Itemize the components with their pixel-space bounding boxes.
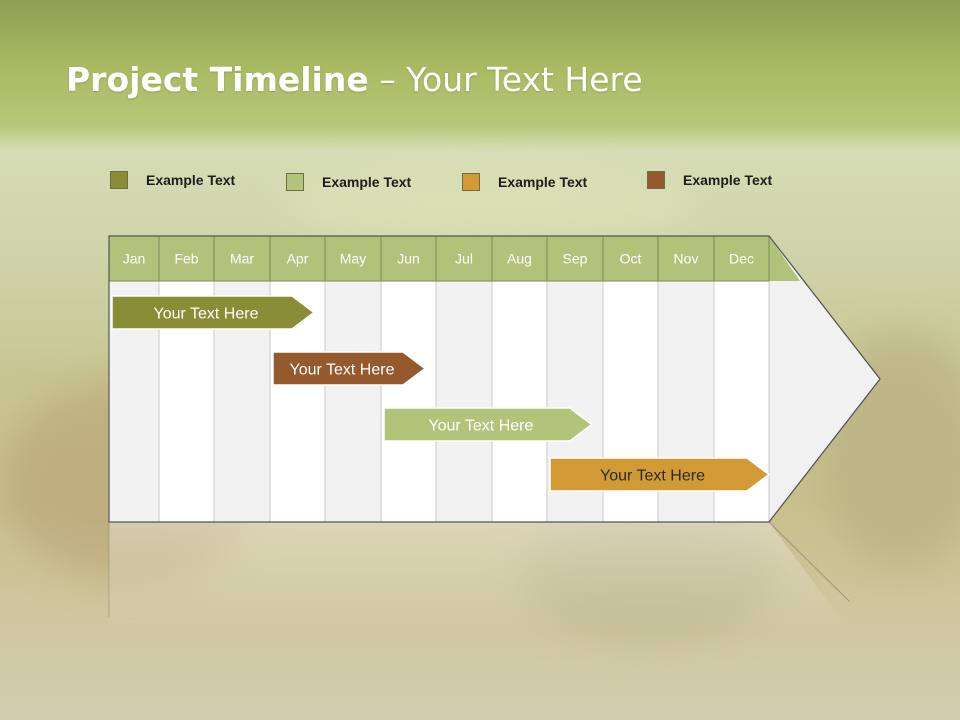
- background-blot: [280, 170, 700, 240]
- legend-label: Example Text: [146, 172, 236, 188]
- month-label: Aug: [507, 251, 532, 267]
- month-label: Apr: [287, 251, 309, 267]
- month-column: [380, 280, 437, 523]
- legend-swatch: [286, 173, 304, 191]
- task-label: Your Text Here: [154, 306, 259, 323]
- task-bar: [549, 457, 771, 492]
- legend-item: Example Text: [286, 172, 411, 192]
- title-rest: – Your Text Here: [368, 60, 643, 99]
- month-headers: Jan Feb Mar Apr May Jun Jul Aug Sep Oct Nov Dec: [123, 251, 754, 267]
- month-label: May: [340, 251, 366, 267]
- month-label: Nov: [674, 251, 699, 267]
- legend-item: Example Text: [110, 170, 235, 190]
- month-header-cell: [713, 235, 770, 282]
- task-label: Your Text Here: [600, 468, 705, 485]
- month-label: Jun: [397, 251, 420, 267]
- timeline-grid: [108, 235, 881, 523]
- legend-swatch: [647, 171, 665, 189]
- timeline-outline: [108, 235, 881, 523]
- month-column: [324, 280, 382, 523]
- month-label: Sep: [563, 251, 588, 267]
- title-bold: Project Timeline: [66, 60, 369, 99]
- month-label: Jan: [123, 251, 146, 267]
- month-header-cell: [602, 235, 659, 282]
- timeline-reflection: [108, 521, 851, 632]
- legend-label: Example Text: [498, 174, 588, 190]
- month-header-cell: [491, 235, 548, 282]
- month-label: Jul: [455, 251, 473, 267]
- month-header-cell: [380, 235, 437, 282]
- month-label: Dec: [729, 251, 754, 267]
- task-label: Your Text Here: [290, 362, 395, 379]
- legend-item: Example Text: [462, 172, 587, 192]
- reflection-shape: [109, 522, 850, 632]
- month-header-cell: [657, 235, 715, 282]
- month-column: [435, 280, 493, 523]
- month-header-cell: [435, 235, 493, 282]
- month-header-cell: [158, 235, 215, 282]
- task-label: Your Text Here: [428, 418, 533, 435]
- month-label: Feb: [174, 251, 198, 267]
- header-arrow-tip: [769, 236, 800, 281]
- month-header-cell: [324, 235, 382, 282]
- task-bar: [383, 407, 594, 442]
- task-bar: [272, 351, 427, 386]
- task-bar: [111, 295, 316, 330]
- reflection-edge: [768, 521, 851, 603]
- legend-swatch: [462, 173, 480, 191]
- legend-item: Example Text: [647, 170, 772, 190]
- page-title: Project Timeline – Your Text Here: [66, 60, 643, 99]
- month-column: [491, 280, 548, 523]
- legend-label: Example Text: [322, 174, 412, 190]
- month-label: Mar: [230, 251, 254, 267]
- legend-swatch: [110, 171, 128, 189]
- month-label: Oct: [620, 251, 642, 267]
- legend-label: Example Text: [683, 172, 773, 188]
